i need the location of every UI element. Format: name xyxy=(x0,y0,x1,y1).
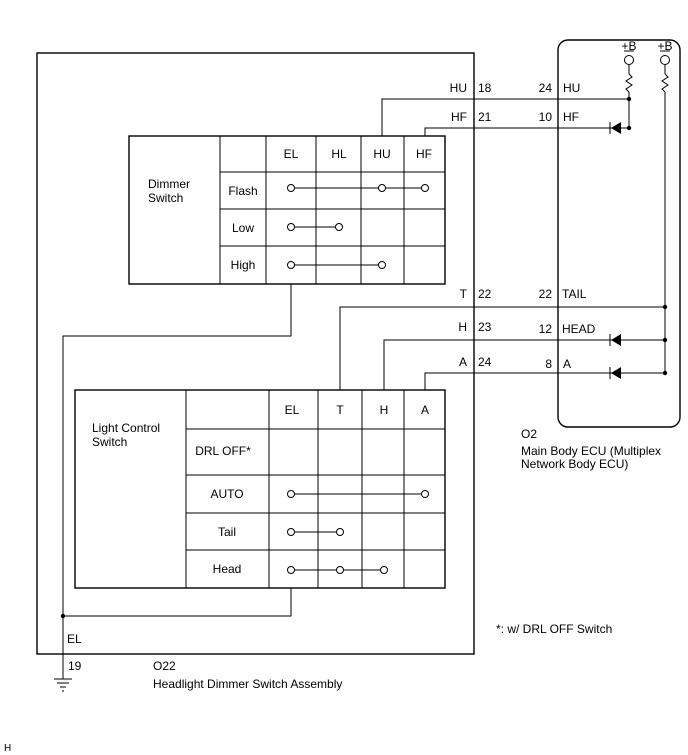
wire-a-ecu-name: A xyxy=(563,357,571,371)
wire-head-sw-name: H xyxy=(458,320,467,334)
dimmer-title-line2: Switch xyxy=(148,191,183,205)
light-row-auto: AUTO xyxy=(210,487,243,501)
dimmer-col-hl: HL xyxy=(331,147,347,161)
wire-hf-sw-pin: 21 xyxy=(478,110,492,124)
wire-tail xyxy=(339,306,665,390)
dimmer-row-flash: Flash xyxy=(228,184,257,198)
ground-wiring xyxy=(60,284,292,679)
dimmer-title-line1: Dimmer xyxy=(148,177,190,191)
ground-pin: 19 xyxy=(68,659,82,673)
switch-assembly-box xyxy=(36,52,475,655)
wire-tail-sw-pin: 22 xyxy=(478,287,492,301)
wire-head-sw-pin: 23 xyxy=(478,320,492,334)
dimmer-high-connection xyxy=(287,261,386,269)
ecu-code: O2 xyxy=(521,427,537,441)
wire-hf-sw-name: HF xyxy=(451,110,467,124)
light-control-title-line2: Switch xyxy=(92,435,127,449)
wire-tail-ecu-name: TAIL xyxy=(562,287,587,301)
ecu-supply-label-right: +B xyxy=(657,39,672,53)
ground-label: EL xyxy=(67,632,82,646)
ecu-box xyxy=(557,39,681,428)
corner-mark: H xyxy=(4,743,11,754)
wire-head-ecu-pin: 12 xyxy=(539,322,553,336)
switch-assembly-code: O22 xyxy=(153,659,176,673)
wire-hf xyxy=(424,127,629,136)
light-control-switch-table: Light Control Switch EL T H A DRL OFF* A… xyxy=(74,389,446,589)
dimmer-row-high: High xyxy=(231,258,256,272)
light-tail-connection xyxy=(287,528,344,536)
light-row-drl-off: DRL OFF* xyxy=(195,444,251,458)
switch-assembly-name: Headlight Dimmer Switch Assembly xyxy=(153,677,342,691)
ground-icon xyxy=(54,678,72,692)
wire-a-sw-pin: 24 xyxy=(478,355,492,369)
wire-hu-ecu-pin: 24 xyxy=(539,81,553,95)
wire-a xyxy=(424,372,665,390)
ecu-name-line1: Main Body ECU (Multiplex xyxy=(521,444,661,458)
light-col-el: EL xyxy=(285,403,300,417)
light-head-connection xyxy=(287,566,388,574)
light-control-title-line1: Light Control xyxy=(92,421,160,435)
ecu-supply-right xyxy=(660,50,670,376)
wire-tail-ecu-pin: 22 xyxy=(539,287,553,301)
wire-tail-sw-name: T xyxy=(460,287,468,301)
footnote: *: w/ DRL OFF Switch xyxy=(496,622,612,636)
ecu-supply-left xyxy=(624,50,634,131)
wire-hf-ecu-pin: 10 xyxy=(539,110,553,124)
light-auto-connection xyxy=(287,490,429,498)
diode-hf-icon xyxy=(609,122,621,134)
dimmer-flash-connection xyxy=(287,184,429,192)
wire-hu xyxy=(381,98,629,136)
light-col-t: T xyxy=(336,403,344,417)
wire-head xyxy=(383,339,665,390)
ecu-supply-label-left: +B xyxy=(621,39,636,53)
wire-a-sw-name: A xyxy=(459,355,467,369)
light-row-head: Head xyxy=(213,562,242,576)
dimmer-low-connection xyxy=(287,223,343,231)
diode-head-icon xyxy=(609,334,621,346)
dimmer-switch-table: Dimmer Switch EL HL HU HF Flash Low High xyxy=(128,135,446,285)
wire-hu-sw-pin: 18 xyxy=(478,81,492,95)
ecu-name-line2: Network Body ECU) xyxy=(521,457,628,471)
dimmer-row-low: Low xyxy=(232,221,254,235)
dimmer-col-el: EL xyxy=(284,147,299,161)
dimmer-col-hu: HU xyxy=(373,147,390,161)
light-col-a: A xyxy=(421,403,429,417)
dimmer-col-hf: HF xyxy=(416,147,432,161)
wire-hu-ecu-name: HU xyxy=(563,81,580,95)
wire-head-ecu-name: HEAD xyxy=(562,322,596,336)
light-row-tail: Tail xyxy=(218,525,236,539)
wire-a-ecu-pin: 8 xyxy=(545,357,552,371)
wire-hu-sw-name: HU xyxy=(450,81,467,95)
diode-a-icon xyxy=(609,367,621,379)
light-col-h: H xyxy=(380,403,389,417)
wire-hf-ecu-name: HF xyxy=(563,110,579,124)
